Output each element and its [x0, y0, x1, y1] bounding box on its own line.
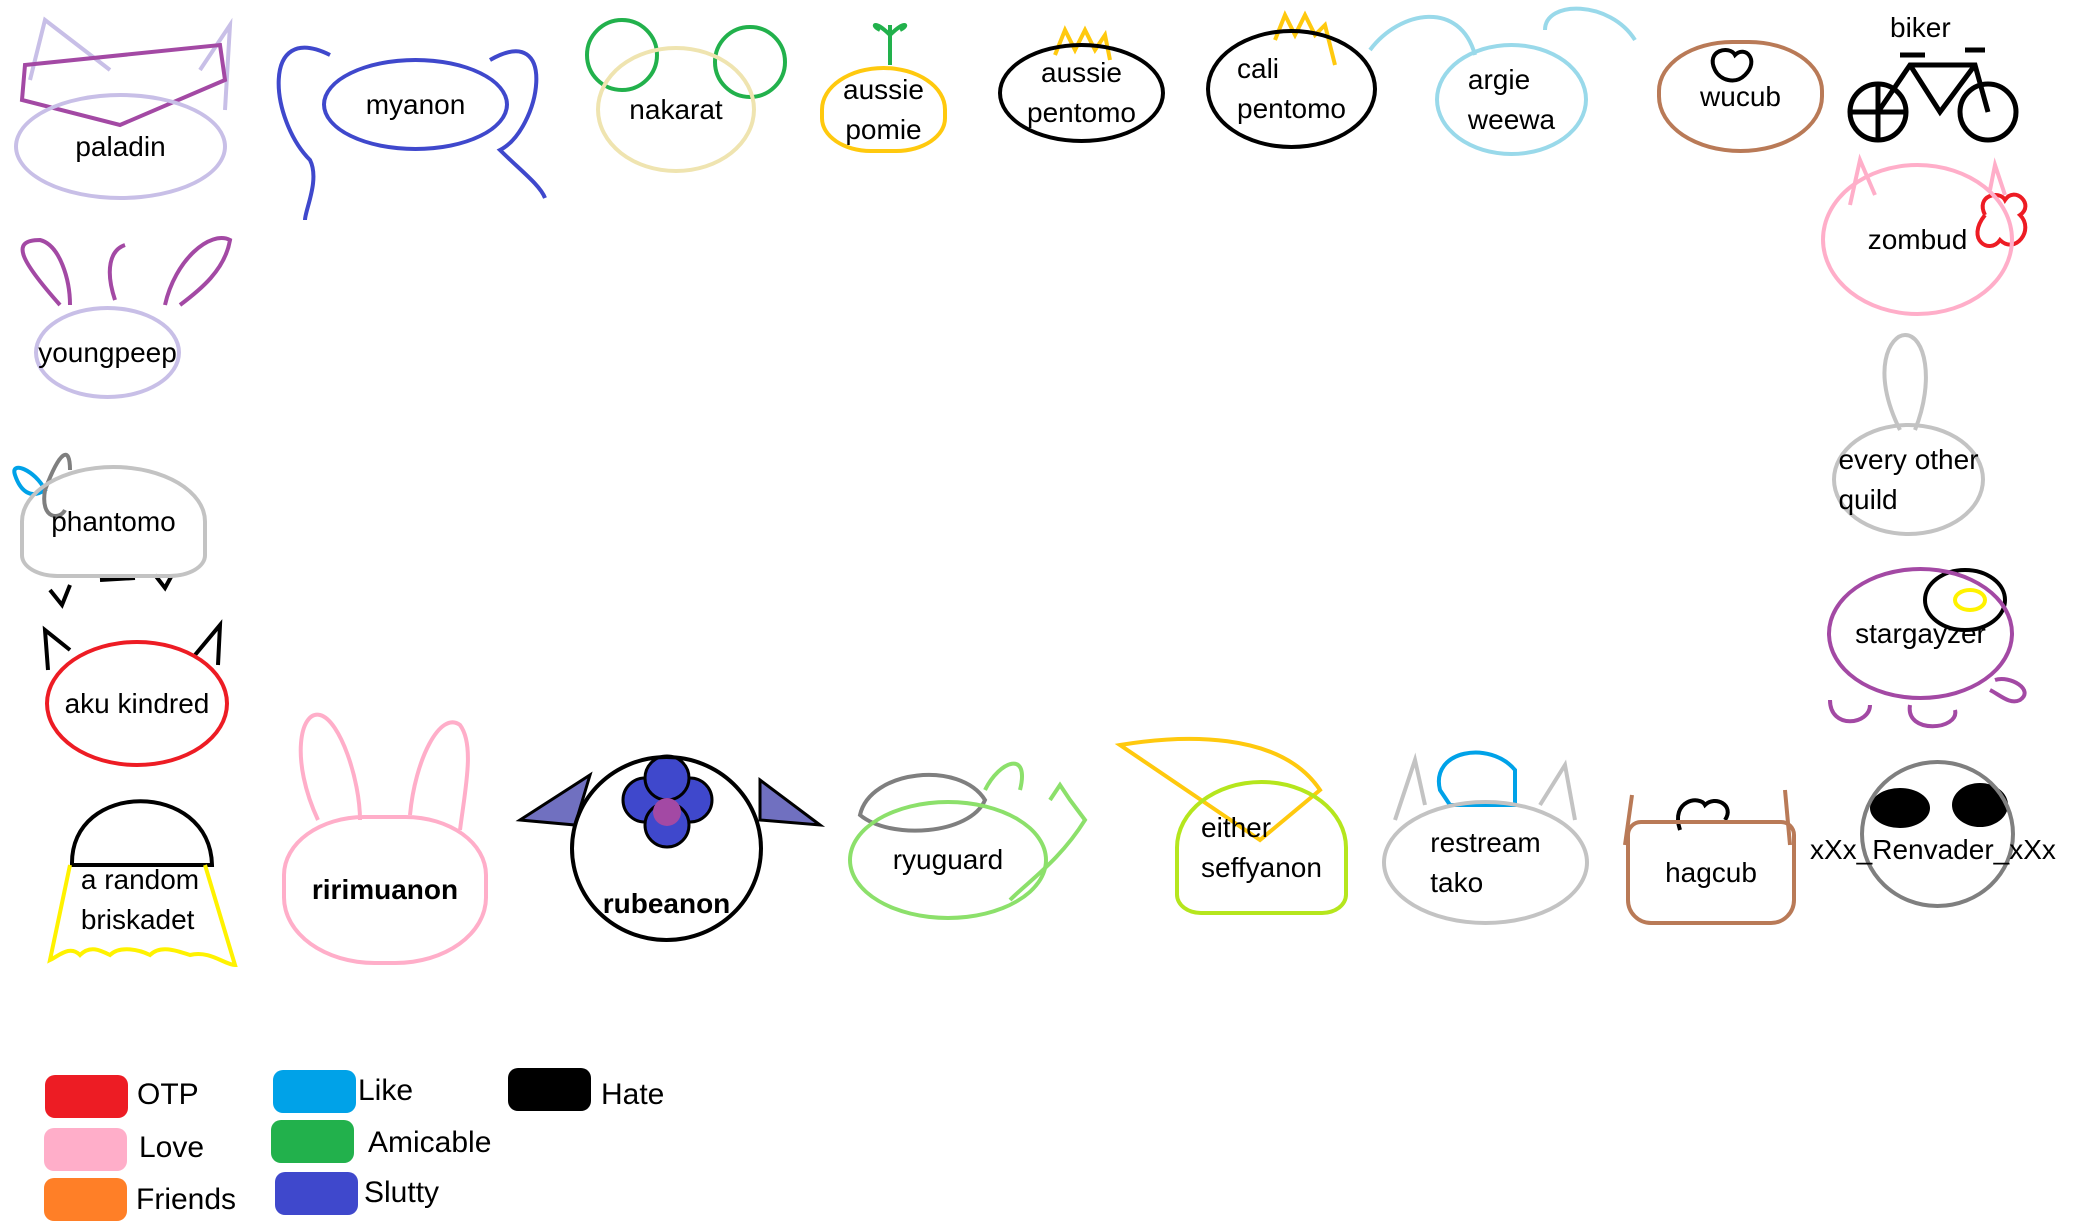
character-every-other-quild: every other quild [1832, 423, 1985, 536]
legend-swatch-love [44, 1128, 127, 1171]
legend-swatch-otp [45, 1075, 128, 1118]
character-paladin: paladin [14, 93, 227, 200]
legend-swatch-slutty [275, 1172, 358, 1215]
legend-swatch-friends [44, 1178, 127, 1221]
feet-icon [48, 573, 174, 609]
character-label-xxx-renvader-xxx: xXx_Renvader_xXx [1810, 834, 2056, 865]
character-youngpeep: youngpeep [34, 306, 181, 399]
legend-label-like: Like [358, 1074, 414, 1107]
character-aku-kindred: aku kindred [45, 640, 229, 767]
character-nakarat: nakarat [596, 46, 756, 173]
legend-label-hate: Hate [601, 1078, 665, 1111]
helmet-icon [69, 799, 215, 867]
horns-icon [42, 619, 223, 671]
character-xxx-renvader-xxx [1860, 760, 2015, 908]
character-hagcub: hagcub [1626, 820, 1796, 925]
character-ririmuanon: ririmuanon [282, 815, 488, 965]
skirt-icon [47, 864, 238, 968]
character-rubeanon: rubeanon [570, 755, 763, 942]
character-aussie-pomie: aussie pomie [820, 66, 947, 153]
character-argie-weewa: argie weewa [1435, 43, 1588, 156]
wings-icon [20, 236, 233, 307]
wings-icon [1368, 6, 1637, 56]
crown-icon [1273, 10, 1337, 66]
hat-icon [1436, 750, 1517, 807]
legend-label-otp: OTP [137, 1078, 199, 1111]
character-cali-pentomo: cali pentomo [1206, 29, 1377, 149]
myanon-tails-icon [276, 45, 547, 221]
character-zombud: zombud [1821, 163, 2014, 316]
legend-label-slutty: Slutty [364, 1176, 440, 1209]
paw-icon [1676, 798, 1730, 831]
character-wucub: wucub [1657, 40, 1824, 153]
character-myanon: myanon [322, 58, 509, 151]
character-ryuguard: ryuguard [848, 800, 1048, 920]
crown-icon [1053, 25, 1112, 61]
legend-swatch-hate [508, 1068, 591, 1111]
character-phantomo: phantomo [20, 465, 207, 578]
character-a-random-briskadet: a random briskadet [80, 864, 200, 935]
character-biker: biker [1890, 12, 1951, 43]
character-either-seffyanon: either seffyanon [1175, 780, 1348, 915]
feet-icon [1828, 677, 2027, 729]
legend-label-love: Love [139, 1131, 205, 1164]
character-restream-tako: restream tako [1382, 800, 1589, 925]
paladin-ears-icon [28, 16, 233, 111]
character-aussie-pentomo: aussie pentomo [998, 43, 1165, 143]
legend-swatch-like [273, 1070, 356, 1113]
legend-swatch-amicable [271, 1120, 354, 1163]
sprout-icon [872, 23, 908, 65]
hat-icon [1114, 736, 1323, 843]
legend-label-friends: Friends [136, 1183, 237, 1216]
bicycle-icon [1847, 47, 2019, 143]
legend-label-amicable: Amicable [368, 1126, 492, 1159]
character-stargayzer: stargayzer [1827, 567, 2014, 700]
ears-icon [1393, 752, 1577, 821]
bunny-ears-icon [298, 712, 470, 831]
antenna-icon [1882, 332, 1928, 431]
